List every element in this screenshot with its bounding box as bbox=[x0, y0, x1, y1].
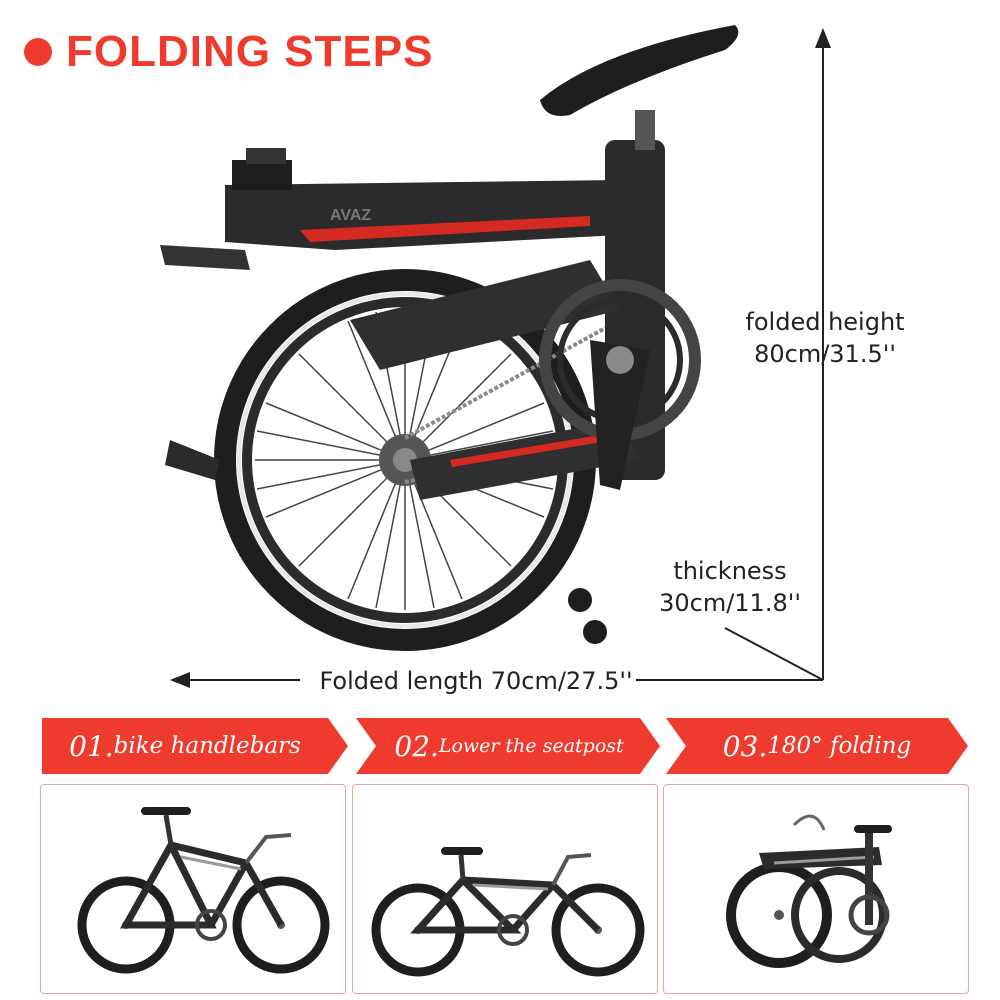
saddle bbox=[540, 25, 739, 116]
roller-wheel bbox=[583, 620, 607, 644]
thickness-value: 30cm/11.8'' bbox=[659, 589, 801, 617]
step-banner-shape bbox=[666, 718, 968, 774]
title-bullet bbox=[24, 38, 52, 66]
step-card-2 bbox=[352, 784, 658, 994]
step-2-bike-image bbox=[371, 847, 645, 977]
thickness-caption: thickness bbox=[673, 557, 787, 585]
folded-length-label: Folded length 70cm/27.5'' bbox=[319, 667, 633, 695]
dimension-lines bbox=[170, 28, 831, 688]
page-title: FOLDING STEPS bbox=[24, 24, 433, 80]
step-card-3 bbox=[663, 784, 969, 994]
crank-chainring bbox=[539, 279, 701, 490]
step-number-1: 01. bbox=[69, 729, 114, 763]
step-label-1: 01.bike handlebars bbox=[42, 718, 328, 774]
step-text-3: 180° folding bbox=[767, 733, 912, 759]
step-3-bike-image bbox=[726, 814, 892, 968]
step-banner-1: 01.bike handlebars bbox=[42, 718, 348, 774]
roller-wheel bbox=[568, 588, 592, 612]
step-banner-shape bbox=[356, 718, 660, 774]
step-number-2: 02. bbox=[394, 729, 439, 763]
step-1-bike-image bbox=[77, 807, 330, 974]
step-banner-3: 03.180° folding bbox=[666, 718, 968, 774]
folded-bike-image: AVAZ bbox=[160, 25, 739, 651]
folded-height-label: folded height 80cm/31.5'' bbox=[725, 306, 925, 370]
step-text-1: bike handlebars bbox=[113, 733, 301, 759]
step-number-3: 03. bbox=[722, 729, 768, 763]
step-banner-2: 02.Lower the seatpost bbox=[356, 718, 660, 774]
step-label-2: 02.Lower the seatpost bbox=[374, 718, 644, 774]
thickness-label: thickness 30cm/11.8'' bbox=[640, 555, 820, 619]
folded-height-value: 80cm/31.5'' bbox=[754, 340, 896, 368]
frame-brand-text: AVAZ bbox=[330, 207, 371, 224]
step-banner-shape bbox=[42, 718, 348, 774]
step-card-1 bbox=[40, 784, 346, 994]
folded-height-caption: folded height bbox=[745, 308, 905, 336]
step-label-3: 03.180° folding bbox=[686, 718, 948, 774]
page-title-text: FOLDING STEPS bbox=[66, 27, 434, 76]
step-text-2: Lower the seatpost bbox=[438, 735, 624, 757]
thickness-dimension-line bbox=[724, 627, 824, 681]
